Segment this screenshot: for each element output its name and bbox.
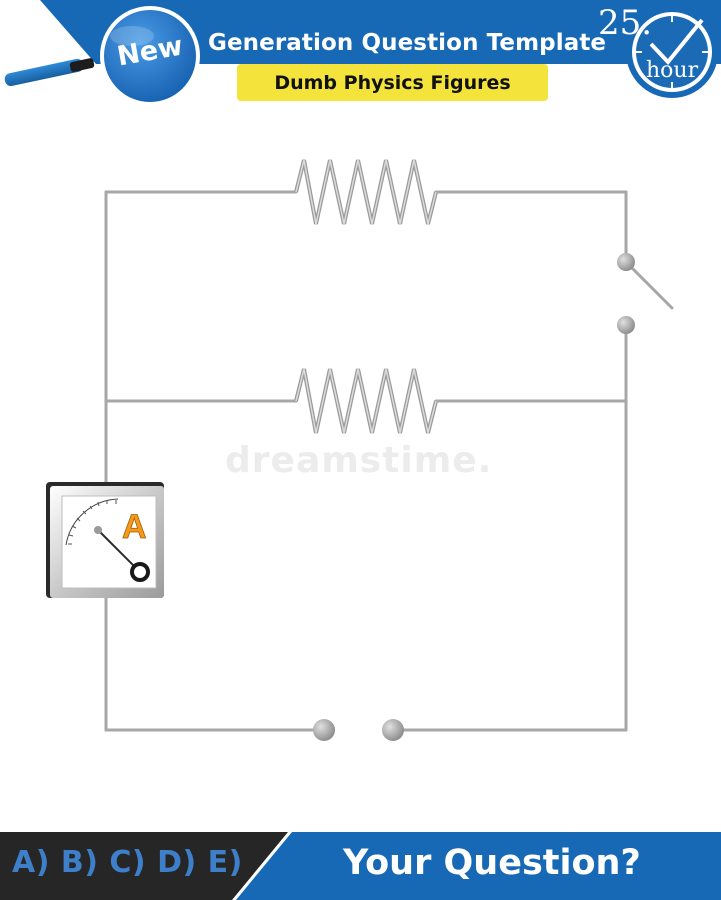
clock-number: 25.	[598, 3, 653, 43]
header-banner	[0, 0, 721, 110]
clock-icon	[626, 6, 718, 98]
switch-lever	[624, 260, 674, 310]
banner-band	[40, 0, 721, 64]
resistor-middle-shade	[295, 368, 437, 434]
ammeter: A	[46, 482, 164, 598]
question-prompt: Your Question?	[343, 843, 641, 883]
open-terminal-right	[382, 719, 404, 741]
resistor-top-shade	[295, 159, 437, 225]
footer-bar	[0, 832, 721, 900]
footer-blue-panel	[236, 832, 721, 900]
pencil-icon	[4, 58, 95, 87]
circuit-diagram: A	[0, 110, 721, 830]
page-title: Generation Question Template	[208, 30, 607, 56]
footer-dark-panel	[0, 832, 288, 900]
subtitle-pill: Dumb Physics Figures	[237, 64, 548, 101]
watermark: dreamstime.	[225, 440, 493, 481]
page-subtitle: Dumb Physics Figures	[274, 71, 511, 94]
switch-terminal-lower	[617, 316, 635, 334]
resistor-top	[294, 159, 438, 225]
resistor-middle	[294, 368, 438, 434]
clock-unit: hour	[646, 58, 699, 83]
switch-terminal-upper	[617, 253, 635, 271]
open-terminal-left	[313, 719, 335, 741]
new-badge	[100, 6, 200, 106]
answer-options: A) B) C) D) E)	[12, 845, 243, 880]
ammeter-label: A	[122, 508, 147, 546]
